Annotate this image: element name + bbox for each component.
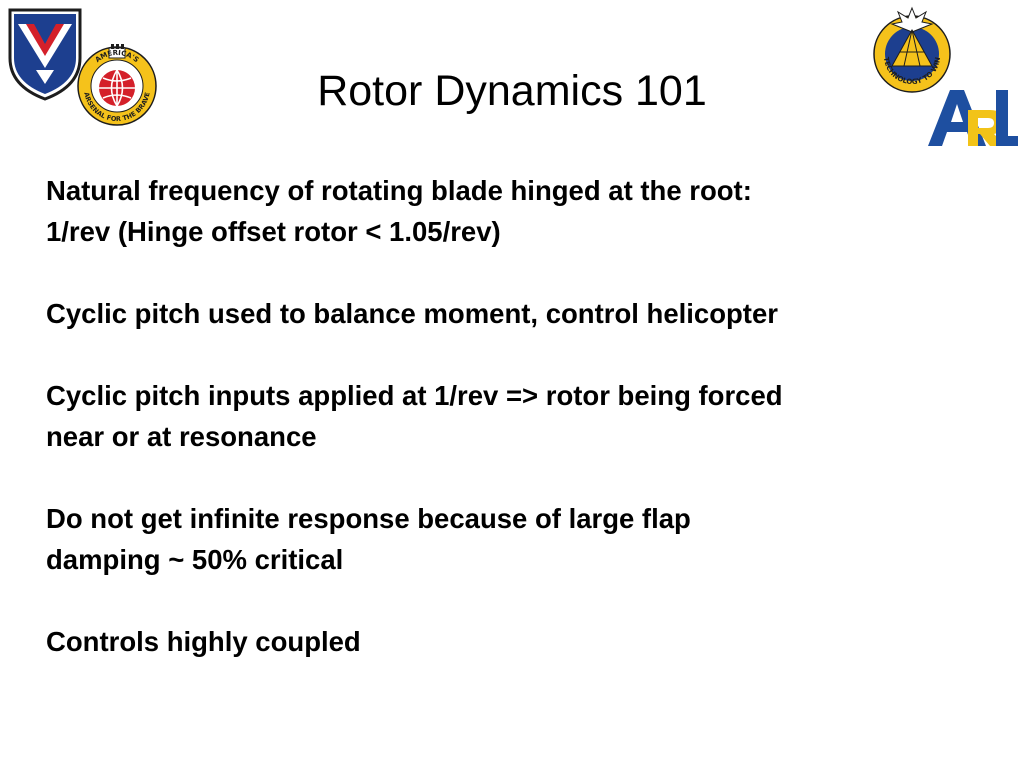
bullet-cyclic-pitch: Cyclic pitch used to balance moment, con… [46,293,1006,334]
bullet-line: Cyclic pitch used to balance moment, con… [46,298,778,329]
bullet-line: near or at resonance [46,421,317,452]
slide-title: Rotor Dynamics 101 [317,67,707,115]
bullet-line: 1/rev (Hinge offset rotor < 1.05/rev) [46,216,501,247]
bullet-cyclic-inputs: Cyclic pitch inputs applied at 1/rev => … [46,375,1006,457]
bullet-damping: Do not get infinite response because of … [46,498,1006,580]
bullet-natural-frequency: Natural frequency of rotating blade hing… [46,170,1006,252]
bullet-line: damping ~ 50% critical [46,544,344,575]
bullet-line: Cyclic pitch inputs applied at 1/rev => … [46,380,783,411]
technology-to-win-seal-logo: TECHNOLOGY TO WIN [873,6,951,93]
bullet-controls-coupled: Controls highly coupled [46,621,1006,662]
arsenal-for-the-brave-seal-logo: AMERICA'S ARSENAL FOR THE BRAVE [77,44,157,126]
army-materiel-shield-logo [8,8,82,101]
bullet-line: Controls highly coupled [46,626,361,657]
bullet-line: Natural frequency of rotating blade hing… [46,175,752,206]
bullet-line: Do not get infinite response because of … [46,503,691,534]
bullet-list: Natural frequency of rotating blade hing… [46,170,1006,703]
arl-logo [928,90,1018,146]
